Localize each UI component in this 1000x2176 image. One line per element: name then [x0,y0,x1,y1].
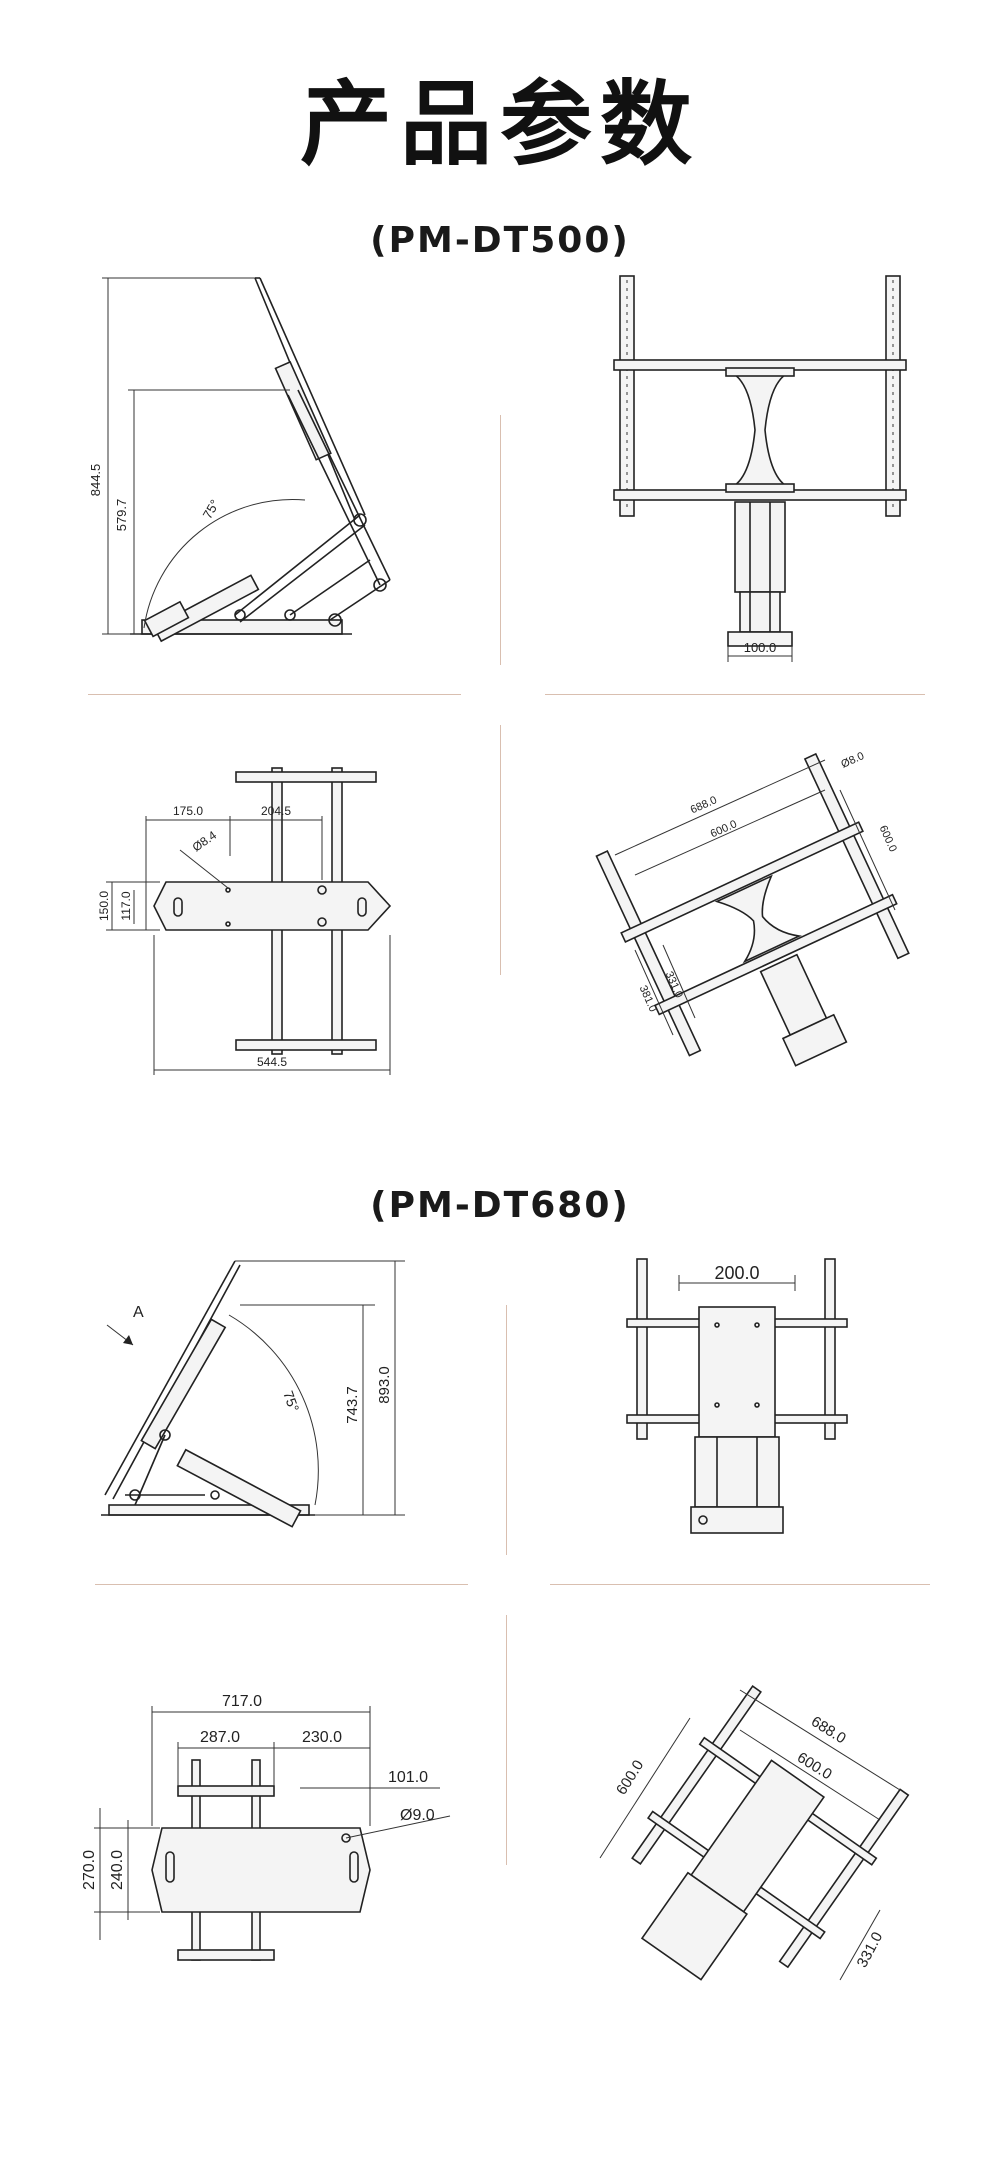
top-view-drawing: 717.0 287.0 230.0 101.0 Ø9.0 270.0 240.0 [81,1693,451,1961]
dimension-label: Ø9.0 [400,1807,435,1824]
isometric-view-drawing: 688.0 600.0 600.0 331.0 [599,1685,910,1981]
dimension-label: 117.0 [119,891,133,920]
dimension-label: 240.0 [109,1850,126,1890]
dimension-label: 331.0 [854,1929,887,1970]
view-label: A [133,1304,144,1321]
divider-vertical [500,415,501,665]
dimension-label: Ø8.0 [839,750,866,771]
front-view-drawing: 200.0 [626,1258,848,1534]
dimension-label: 270.0 [81,1850,98,1890]
divider-horizontal [88,694,461,695]
side-view-drawing: 75° 844.5 579.7 [88,277,391,643]
isometric-view-drawing: 688.0 600.0 Ø8.0 600.0 381.0 331.0 [595,750,910,1067]
dimension-label: 688.0 [689,794,719,816]
divider-vertical [506,1305,507,1555]
top-view-drawing: 175.0 204.5 Ø8.4 150.0 117.0 544.5 [97,767,392,1075]
model-title: (PM-DT680) [370,1185,630,1226]
dimension-label: 844.5 [88,464,103,497]
model-title: (PM-DT500) [370,220,630,261]
dimension-label: 688.0 [808,1713,849,1747]
divider-horizontal [545,694,925,695]
angle-label: 75° [200,497,223,522]
dimension-label: 100.0 [744,640,777,655]
divider-horizontal [550,1584,930,1585]
dimension-label: 579.7 [114,499,129,532]
dimension-label: 200.0 [714,1263,759,1283]
dimension-label: 101.0 [388,1769,428,1786]
dimension-label: 175.0 [173,804,203,818]
divider-vertical [506,1615,507,1865]
dimension-label: 230.0 [302,1729,342,1746]
dimension-label: 204.5 [261,804,291,818]
dimension-label: 893.0 [376,1366,393,1404]
dimension-label: 381.0 [637,984,659,1014]
dimension-label: 600.0 [709,818,739,840]
divider-horizontal [95,1584,468,1585]
dimension-label: Ø8.4 [190,828,220,855]
dimension-label: 150.0 [97,891,111,921]
dimension-label: 743.7 [344,1386,361,1424]
angle-label: 75° [280,1389,302,1414]
front-view-drawing: 100.0 [613,275,907,662]
dimension-label: 600.0 [877,824,899,854]
dimension-label: 544.5 [257,1055,287,1069]
dimension-label: 717.0 [222,1693,262,1710]
page-title: 产品参数 [299,71,700,178]
dimension-label: 287.0 [200,1729,240,1746]
side-view-drawing: A 75° 743.7 893.0 [101,1260,405,1528]
divider-vertical [500,725,501,975]
